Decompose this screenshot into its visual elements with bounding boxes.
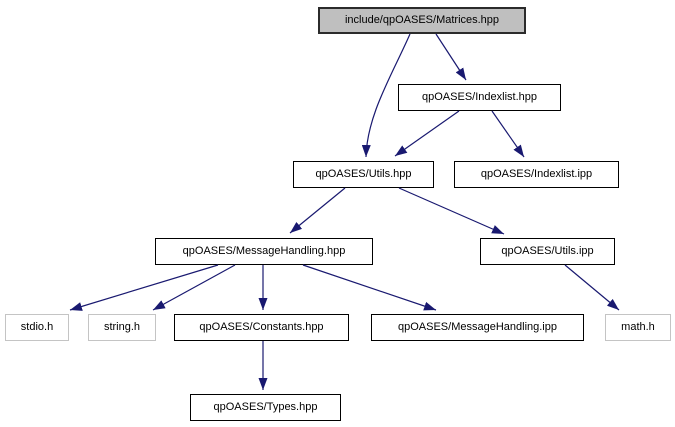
edge-utils-hpp-to-utils-ipp xyxy=(398,187,505,235)
node-qpoases-indexlist-ipp[interactable]: qpOASES/Indexlist.ipp xyxy=(454,161,619,188)
node-qpoases-constants-hpp[interactable]: qpOASES/Constants.hpp xyxy=(174,314,349,341)
node-include-qpoases-matrices-hpp: include/qpOASES/Matrices.hpp xyxy=(318,7,526,34)
edge-messagehandling-hpp-to-string-h xyxy=(152,264,236,311)
edge-indexlist-hpp-to-indexlist-ipp xyxy=(491,110,525,158)
node-math-h: math.h xyxy=(605,314,671,341)
edge-utils-ipp-to-math-h xyxy=(564,264,620,311)
edge-matrices-hpp-to-indexlist-hpp xyxy=(435,33,467,81)
edge-messagehandling-hpp-to-messagehandling-ipp xyxy=(302,264,437,311)
edge-utils-hpp-to-messagehandling-hpp xyxy=(289,187,346,234)
node-qpoases-types-hpp[interactable]: qpOASES/Types.hpp xyxy=(190,394,341,421)
edge-messagehandling-hpp-to-stdio-h xyxy=(69,264,219,311)
node-qpoases-utils-ipp[interactable]: qpOASES/Utils.ipp xyxy=(480,238,615,265)
node-qpoases-messagehandling-ipp[interactable]: qpOASES/MessageHandling.ipp xyxy=(371,314,584,341)
node-qpoases-utils-hpp[interactable]: qpOASES/Utils.hpp xyxy=(293,161,434,188)
node-string-h: string.h xyxy=(88,314,156,341)
node-qpoases-messagehandling-hpp[interactable]: qpOASES/MessageHandling.hpp xyxy=(155,238,373,265)
edge-indexlist-hpp-to-utils-hpp xyxy=(394,110,460,157)
node-stdio-h: stdio.h xyxy=(5,314,69,341)
node-qpoases-indexlist-hpp[interactable]: qpOASES/Indexlist.hpp xyxy=(398,84,561,111)
